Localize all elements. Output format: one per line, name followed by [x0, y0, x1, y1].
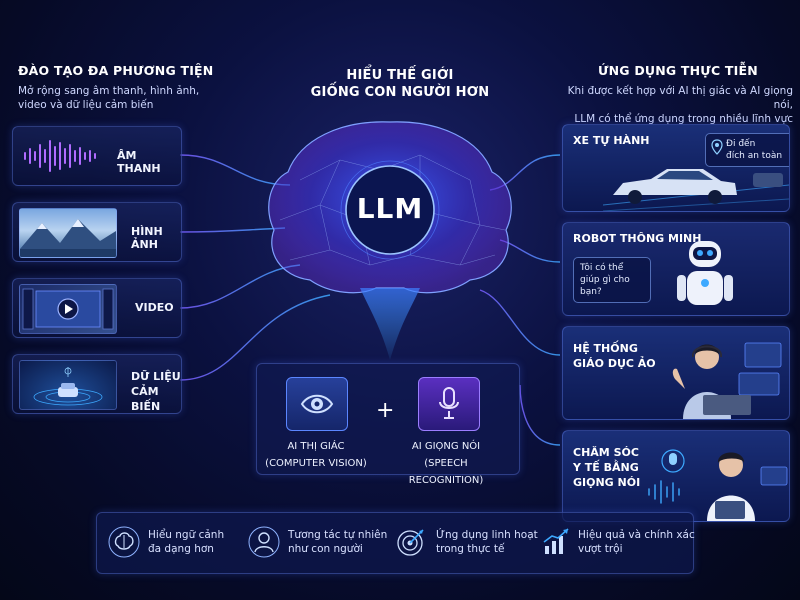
right-subtitle: Khi được kết hợp với AI thị giác và AI g…	[548, 84, 793, 126]
robot-icon	[677, 241, 733, 305]
left-subtitle: Mở rộng sang âm thanh, hình ảnh, video v…	[18, 84, 199, 112]
brain-icon	[108, 526, 140, 558]
eye-icon	[300, 394, 334, 414]
person-icon	[248, 526, 280, 558]
left-subtitle-line1: Mở rộng sang âm thanh, hình ảnh,	[18, 85, 200, 97]
feature-text-2: Tương tác tự nhiên như con người	[288, 528, 387, 556]
vision-label-line1: AI THỊ GIÁC	[287, 441, 345, 452]
input-label-audio: ÂM THANH	[117, 149, 161, 175]
car-bubble-line1: Đi đến	[726, 139, 756, 149]
input-card-image: HÌNH ẢNH	[12, 202, 182, 262]
feature-text-4: Hiệu quả và chính xác vượt trội	[578, 528, 695, 556]
line-health	[519, 384, 561, 446]
microphone-icon	[439, 387, 459, 419]
feature-1-line1: Hiểu ngữ cảnh	[148, 529, 225, 541]
edu-label-line2: GIÁO DỤC ẢO	[573, 357, 656, 370]
car-bubble: Đi đến đích an toàn	[705, 133, 789, 167]
car-bubble-line2: đích an toàn	[726, 151, 783, 161]
input-card-sensor: DỮ LIỆU CẢM BIẾN	[12, 354, 182, 414]
app-card-edu: HỆ THỐNG GIÁO DỤC ẢO	[562, 326, 790, 420]
app-label-health: CHĂM SÓC Y TẾ BẰNG GIỌNG NÓI	[573, 445, 640, 490]
input-card-audio: ÂM THANH	[12, 126, 182, 186]
vision-tile	[286, 377, 348, 431]
health-label-line2: Y TẾ BẰNG	[573, 461, 639, 474]
target-icon	[397, 529, 424, 556]
voice-label: AI GIỌNG NÓI (SPEECH RECOGNITION)	[386, 438, 506, 489]
app-card-car: XE TỰ HÀNH Đi đến đích an toàn	[562, 124, 790, 212]
plus-sign: +	[376, 398, 395, 423]
vision-label: AI THỊ GIÁC (COMPUTER VISION)	[256, 438, 376, 472]
doctor-icon	[648, 449, 788, 521]
vision-label-line2: (COMPUTER VISION)	[265, 458, 367, 469]
right-title: ỨNG DỤNG THỰC TIỄN	[598, 63, 758, 78]
app-label-robot: ROBOT THÔNG MINH	[573, 232, 702, 245]
brain-stem	[360, 288, 420, 360]
feature-1-line2: đa dạng hơn	[148, 543, 214, 555]
car-sensor-icon	[19, 360, 117, 410]
waveform-icon	[24, 140, 96, 172]
line-image	[179, 227, 286, 233]
car-icon	[603, 169, 789, 211]
features-bar	[96, 512, 694, 574]
voice-label-line1: AI GIỌNG NÓI	[411, 441, 481, 452]
right-subtitle-line1: Khi được kết hợp với AI thị giác và AI g…	[567, 85, 793, 111]
feature-3-line2: trong thực tế	[436, 543, 505, 555]
edu-label-line1: HỆ THỐNG	[573, 342, 638, 355]
sensor-label-line1: DỮ LIỆU	[131, 370, 181, 383]
voice-tile	[418, 377, 480, 431]
llm-label: LLM	[356, 192, 424, 225]
robot-bubble-line1: Tôi có thể	[580, 263, 624, 273]
center-title: HIỂU THẾ GIỚI GIỐNG CON NGƯỜI HƠN	[300, 67, 500, 101]
input-label-sensor: DỮ LIỆU CẢM BIẾN	[131, 369, 181, 414]
feature-3-line1: Ứng dụng linh hoạt	[436, 529, 538, 541]
center-title-line1: HIỂU THẾ GIỚI	[346, 68, 454, 83]
line-edu	[479, 289, 561, 356]
robot-bubble-line2: giúp gì cho	[580, 275, 630, 285]
llm-ring	[345, 165, 435, 255]
feature-2-line2: như con người	[288, 543, 363, 555]
location-pin-icon	[711, 139, 723, 155]
health-label-line1: CHĂM SÓC	[573, 446, 639, 459]
center-title-line2: GIỐNG CON NGƯỜI HƠN	[310, 85, 490, 100]
input-label-image: HÌNH ẢNH	[131, 225, 163, 251]
right-subtitle-line2: LLM có thể ứng dụng trong nhiều lĩnh vực	[574, 113, 793, 125]
chart-icon	[543, 528, 569, 554]
feature-text-3: Ứng dụng linh hoạt trong thực tế	[436, 528, 538, 556]
line-sensor	[179, 294, 331, 381]
robot-bubble: Tôi có thể giúp gì cho bạn?	[573, 257, 651, 303]
feature-text-1: Hiểu ngữ cảnh đa dạng hơn	[148, 528, 224, 556]
left-subtitle-line2: video và dữ liệu cảm biến	[18, 99, 154, 111]
input-label-video: VIDEO	[135, 301, 174, 314]
voice-label-line2: (SPEECH RECOGNITION)	[408, 458, 484, 486]
student-icon	[672, 342, 782, 419]
app-card-health: CHĂM SÓC Y TẾ BẰNG GIỌNG NÓI	[562, 430, 790, 522]
left-title: ĐÀO TẠO ĐA PHƯƠNG TIỆN	[18, 63, 214, 78]
sensor-label-line2: CẢM BIẾN	[131, 385, 161, 413]
input-card-video: VIDEO	[12, 278, 182, 338]
feature-2-line1: Tương tác tự nhiên	[288, 529, 388, 541]
video-play-icon	[19, 284, 117, 334]
brain-graphic	[268, 121, 512, 360]
app-card-robot: ROBOT THÔNG MINH Tôi có thể giúp gì cho …	[562, 222, 790, 316]
app-label-car: XE TỰ HÀNH	[573, 134, 650, 147]
feature-4-line2: vượt trội	[578, 543, 623, 555]
health-label-line3: GIỌNG NÓI	[573, 476, 641, 489]
robot-bubble-line3: bạn?	[580, 287, 602, 297]
feature-4-line1: Hiệu quả và chính xác	[578, 529, 695, 541]
landscape-icon	[19, 208, 117, 258]
app-label-edu: HỆ THỐNG GIÁO DỤC ẢO	[573, 341, 656, 371]
